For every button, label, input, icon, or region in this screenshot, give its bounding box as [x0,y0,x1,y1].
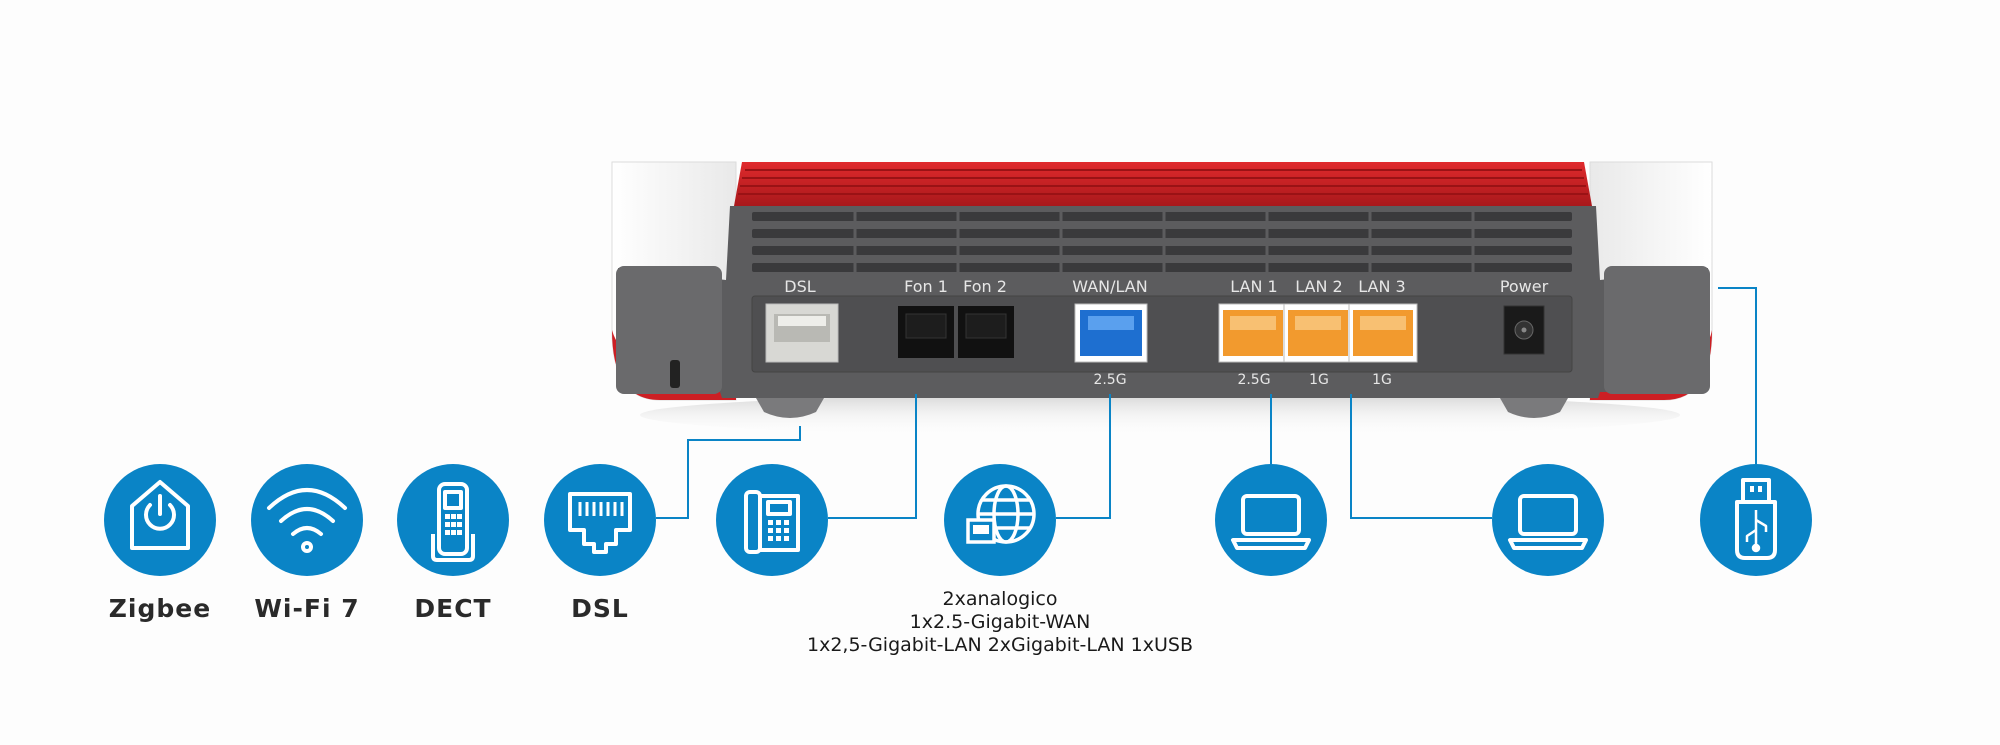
line-wan [1056,394,1111,519]
red-top-ribs [738,169,1588,195]
lan3-port [1348,303,1418,363]
fon1-port [898,306,954,358]
device-shadow [640,393,1680,437]
laptop-icon [1508,494,1588,550]
port-panel [751,295,1573,373]
wanlan-port [1074,303,1148,363]
dsl-port [765,303,839,363]
smart-home-power-icon [130,480,190,550]
feature-label-wifi: Wi-Fi 7 [254,594,360,623]
globe-network-icon [966,484,1036,544]
speed-lan1: 2.5G [1237,372,1270,388]
left-foot-block [616,266,722,394]
line-phone [828,394,917,519]
dect-circle [397,464,509,576]
usb-circle [1700,464,1812,576]
connector-lines [656,287,1757,519]
zigbee-circle [104,464,216,576]
label-lan3-port: LAN 3 [1358,277,1405,296]
right-foot-block [1604,266,1710,394]
label-lan2-port: LAN 2 [1295,277,1342,296]
wifi-icon [267,488,347,553]
label-lan1-port: LAN 1 [1230,277,1277,296]
speed-lan2: 1G [1309,372,1329,388]
label-fon2-port: Fon 2 [963,277,1007,296]
speed-lan3: 1G [1372,372,1392,388]
label-dsl-port: DSL [784,277,815,296]
side-button [670,360,680,388]
laptop1-circle [1215,464,1327,576]
dect-phone-icon [431,482,475,562]
caption-line-analog: 2xanalogico [942,588,1058,610]
line-dsl [656,426,801,519]
caption-line-lan-usb: 1x2,5-Gigabit-LAN 2xGigabit-LAN 1xUSB [806,634,1193,656]
wifi-circle [251,464,363,576]
desk-phone-icon [744,490,800,554]
feature-label-dsl: DSL [571,594,629,623]
internet-circle [944,464,1056,576]
caption-line-wan: 1x2.5-Gigabit-WAN [909,611,1091,633]
dsl-circle [544,464,656,576]
usb-stick-icon [1735,478,1777,560]
feature-label-dect: DECT [414,594,492,623]
router-device: DSL Fon 1 Fon 2 WAN/LAN LAN 1 LAN 2 LAN … [611,161,1713,418]
line-usb [1718,287,1757,464]
label-wanlan-port: WAN/LAN [1072,277,1147,296]
ports-caption: 2xanalogico 1x2.5-Gigabit-WAN 1x2,5-Giga… [650,588,1350,657]
red-top-cover [734,162,1592,206]
lan1-port [1218,303,1288,363]
right-foot [1500,398,1568,418]
feature-label-zigbee: Zigbee [108,594,212,623]
power-port [1503,305,1545,355]
fon2-port [958,306,1014,358]
ethernet-port-icon [568,492,632,554]
lan2-port [1283,303,1353,363]
phone-circle [716,464,828,576]
label-fon1-port: Fon 1 [904,277,948,296]
label-power-port: Power [1500,277,1549,296]
laptop2-circle [1492,464,1604,576]
left-foot [756,398,824,418]
laptop-icon [1231,494,1311,550]
line-lan2 [1350,394,1492,519]
vent-dividers [853,210,1475,274]
speed-wanlan: 2.5G [1093,372,1126,388]
